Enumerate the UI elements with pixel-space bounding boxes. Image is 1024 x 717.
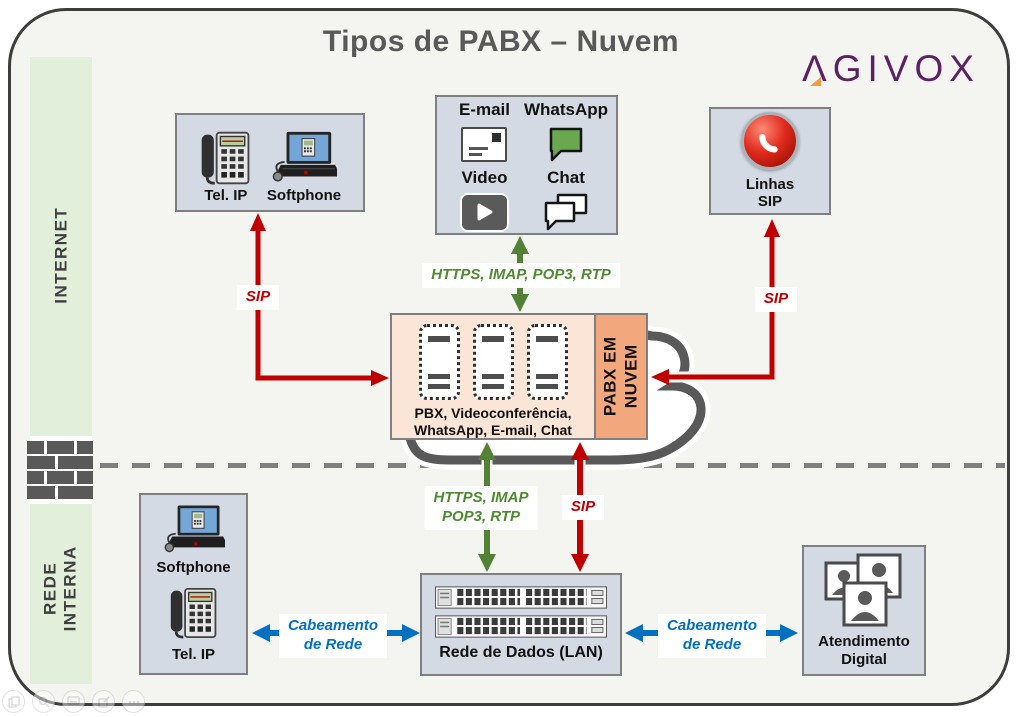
monitor-icon	[67, 696, 80, 705]
protocols-label-top: HTTPS, IMAP, POP3, RTP	[422, 263, 620, 288]
pbx-strip-label-2: NUVEM	[622, 344, 642, 409]
logo-text: GIVOX	[832, 48, 980, 89]
whatsapp-icon	[549, 127, 583, 162]
pbx-strip-label-1: PABX EM	[600, 336, 620, 417]
more-icon	[128, 700, 139, 703]
share-button[interactable]	[92, 690, 115, 713]
softphone-icon	[164, 505, 225, 552]
copy-button[interactable]	[2, 690, 25, 713]
sip-label-left: SIP	[236, 285, 280, 310]
people-photos-icon	[824, 553, 902, 627]
ip-phone-icon	[201, 131, 250, 185]
video-label: Video	[461, 168, 508, 188]
pbx-caption-1: PBX, Videoconferência,	[414, 405, 572, 421]
sip-label-right: SIP	[754, 287, 798, 312]
copy-icon	[7, 695, 20, 708]
switch-icon	[435, 586, 607, 609]
node-internet-endpoints: Tel. IP Softphone	[175, 113, 365, 212]
softphone-icon	[272, 131, 337, 182]
firewall-icon	[27, 441, 93, 499]
email-label: E-mail	[458, 100, 510, 120]
node-pbx-cloud: PBX, Videoconferência, WhatsApp, E-mail,…	[390, 313, 648, 440]
share-icon	[97, 695, 110, 708]
video-icon	[461, 194, 507, 230]
agivox-logo: ΛGIVOX	[802, 48, 982, 94]
whatsapp-label: WhatsApp	[523, 100, 608, 120]
softphone-label: Softphone	[156, 558, 231, 576]
more-button[interactable]	[122, 690, 145, 713]
zone-internet-label: INTERNET	[50, 206, 70, 304]
chat-icon	[544, 193, 588, 231]
pbx-caption-2: WhatsApp, E-mail, Chat	[414, 421, 572, 438]
sip-label-bottom: SIP	[561, 495, 605, 520]
pbx-servers-icon	[418, 324, 568, 400]
node-internal-endpoints: Softphone Tel. IP	[139, 493, 248, 675]
tel-ip-label: Tel. IP	[204, 186, 248, 204]
node-cloud-services: E-mail WhatsApp Video Chat	[435, 95, 618, 235]
logo-accent-triangle	[810, 77, 821, 86]
page-title: Tipos de PABX – Nuvem	[322, 25, 680, 58]
ip-phone-icon	[170, 588, 216, 639]
magnifier-icon	[38, 696, 50, 708]
monitor-button[interactable]	[62, 690, 85, 713]
viewer-toolbar	[2, 690, 145, 713]
sip-lines-label-2: SIP	[757, 193, 783, 210]
atendimento-label-1: Atendimento	[818, 633, 910, 651]
sip-lines-icon	[741, 111, 799, 170]
chat-label: Chat	[547, 168, 585, 188]
softphone-label: Softphone	[266, 186, 342, 204]
switch-icon	[435, 615, 607, 638]
atendimento-label-2: Digital	[841, 650, 887, 668]
zone-band	[30, 57, 92, 684]
tel-ip-label: Tel. IP	[171, 646, 216, 663]
email-icon	[461, 126, 508, 162]
lan-label: Rede de Dados (LAN)	[439, 644, 603, 662]
sip-lines-label-1: Linhas	[745, 175, 795, 193]
node-lan: Rede de Dados (LAN)	[420, 573, 622, 676]
zoom-button[interactable]	[32, 690, 55, 713]
